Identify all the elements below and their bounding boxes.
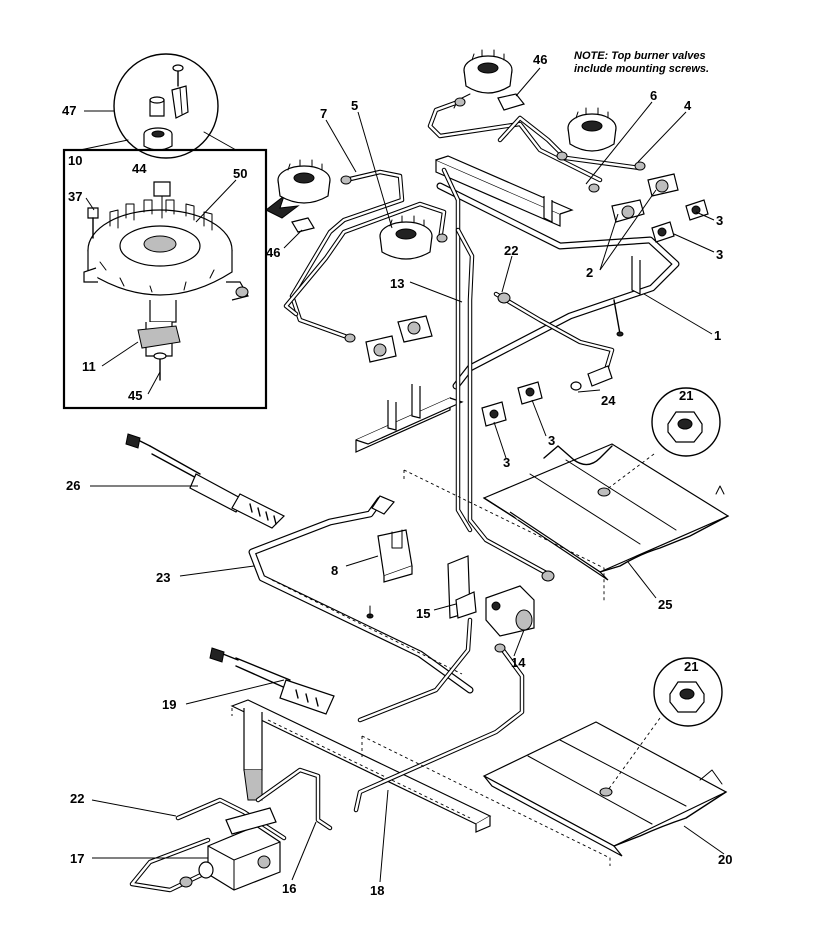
callout-22-bottom: 22 [70, 791, 85, 806]
callout-26: 26 [66, 478, 81, 493]
callout-45: 45 [128, 388, 143, 403]
callout-21-top: 21 [679, 388, 694, 403]
callout-21-bottom: 21 [684, 659, 699, 674]
note-text: NOTE: Top burner valves include mounting… [574, 50, 709, 76]
callout-17: 17 [70, 851, 85, 866]
burner-23 [248, 495, 474, 694]
callout-3-right-a: 3 [716, 213, 724, 228]
callout-47: 47 [62, 103, 77, 118]
callout-37: 37 [68, 189, 83, 204]
detail-box-10 [62, 148, 268, 410]
module-8 [377, 529, 413, 583]
callout-23: 23 [156, 570, 171, 585]
callout-7: 7 [320, 106, 328, 121]
callout-2: 2 [586, 265, 594, 280]
callout-3-lower: 3 [503, 455, 511, 470]
igniter-26 [125, 433, 286, 529]
vertical-tubes [441, 167, 555, 582]
nut-21-top [651, 387, 721, 457]
callout-19: 19 [162, 697, 177, 712]
manifold [355, 155, 709, 453]
valve-14-15 [357, 555, 535, 723]
callout-13: 13 [390, 276, 405, 291]
callout-20: 20 [718, 852, 733, 867]
callout-3-right-b: 3 [716, 247, 724, 262]
callout-18: 18 [370, 883, 385, 898]
nut-21-bottom [653, 657, 723, 727]
baffle-20 [482, 721, 728, 857]
detail-circle-47 [113, 53, 219, 159]
callout-5: 5 [351, 98, 359, 113]
callout-25: 25 [658, 597, 673, 612]
callout-24: 24 [601, 393, 616, 408]
leader-lines [84, 67, 725, 883]
callout-50: 50 [233, 166, 248, 181]
callout-15: 15 [416, 606, 431, 621]
callout-8: 8 [331, 563, 339, 578]
callout-46-left: 46 [266, 245, 281, 260]
burner-tubing [283, 97, 646, 343]
callout-46-top: 46 [533, 52, 548, 67]
note-line-2: include mounting screws. [574, 63, 710, 75]
note-line-1: NOTE: Top burner valves [574, 50, 706, 62]
burner-18 [129, 643, 525, 893]
callout-6: 6 [650, 88, 658, 103]
callout-4: 4 [684, 98, 692, 113]
top-burners [277, 49, 617, 260]
callout-44: 44 [132, 161, 147, 176]
callout-22-top: 22 [504, 243, 519, 258]
callout-3-center: 3 [548, 433, 556, 448]
callout-10: 10 [68, 153, 83, 168]
inset-detail [62, 53, 300, 410]
callout-16: 16 [282, 881, 297, 896]
callout-1: 1 [714, 328, 722, 343]
igniter-19 [209, 647, 335, 715]
callout-14: 14 [511, 655, 526, 670]
alignment-lines [231, 453, 661, 866]
callout-11: 11 [82, 359, 96, 374]
